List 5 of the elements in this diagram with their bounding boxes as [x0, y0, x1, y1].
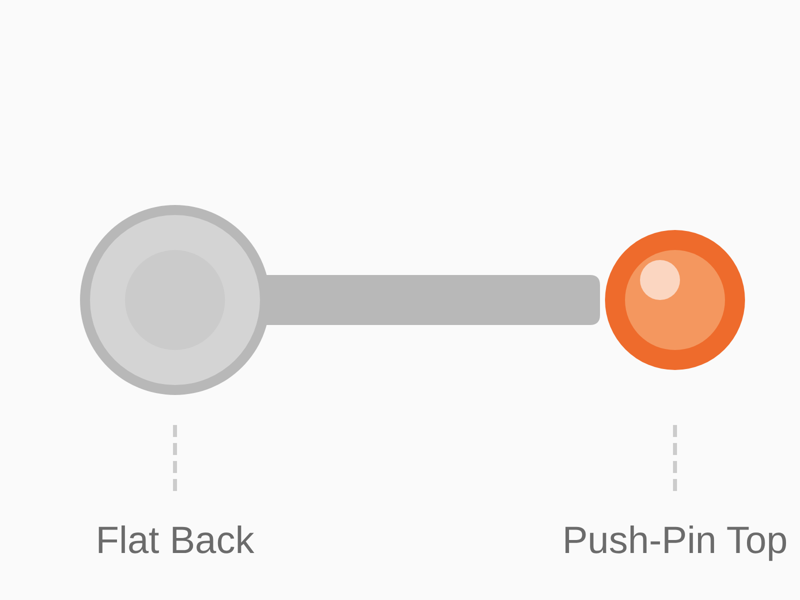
pin-head-ball — [605, 230, 745, 370]
flat-back-disc — [80, 205, 270, 395]
part-label: Flat Back — [96, 518, 254, 564]
pin-shaft — [264, 275, 600, 325]
part-label: Push-Pin Top — [562, 518, 788, 564]
